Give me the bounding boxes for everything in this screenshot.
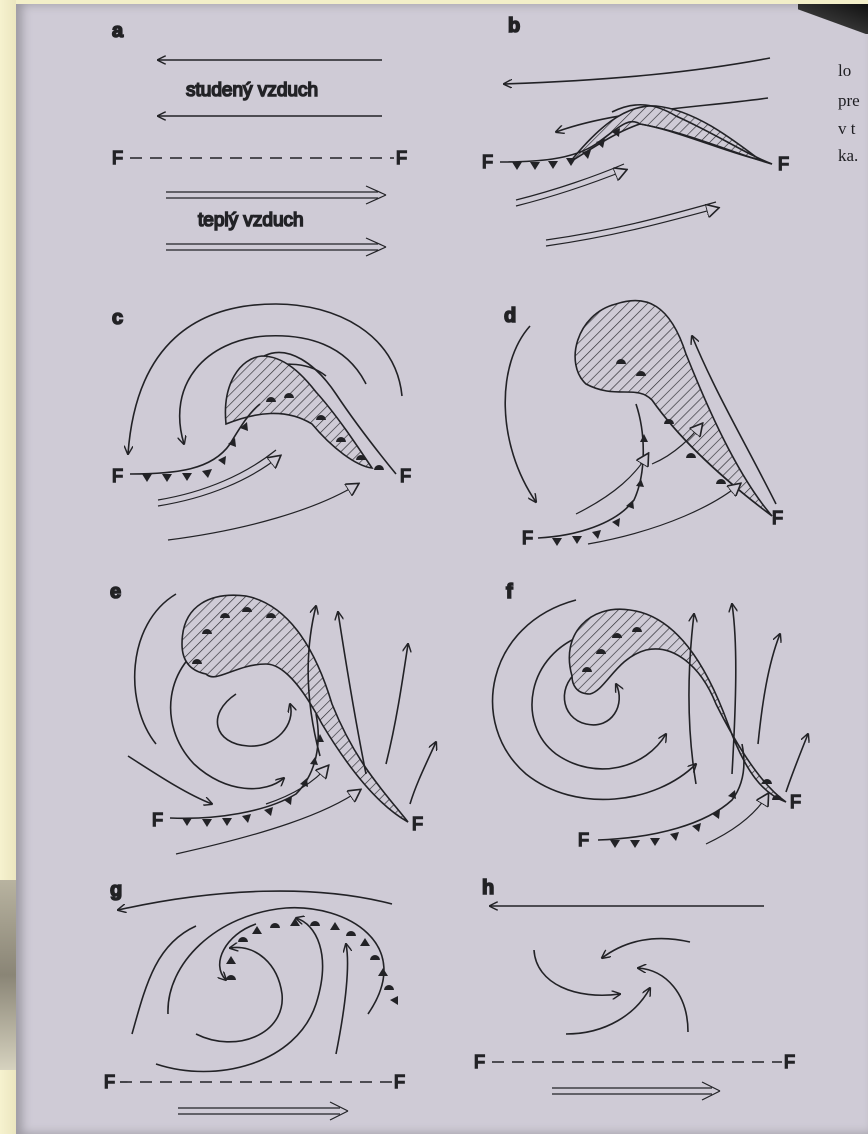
panel-label-h: h (482, 877, 494, 899)
streamline (196, 947, 282, 1041)
front-label: F (396, 148, 407, 168)
streamline (220, 924, 256, 980)
cold-front-line (598, 744, 744, 840)
front-label: F (790, 792, 801, 812)
cold-sector-hatch (225, 356, 372, 468)
front-label: F (112, 148, 123, 168)
warm-air-arrow (266, 766, 328, 804)
streamline (135, 594, 176, 744)
warm-air-arrow (516, 164, 626, 206)
side-text: lo pre v t ka. (838, 61, 860, 165)
cold-front-line (538, 404, 643, 538)
warm-air-arrow (546, 202, 718, 246)
cold-front-line (170, 714, 318, 818)
streamline (689, 614, 696, 784)
warm-air-arrow (178, 1102, 348, 1120)
streamline (786, 734, 808, 792)
cold-front-triangles (182, 734, 324, 827)
side-text-line: pre (838, 91, 860, 110)
panel-label-a: a (112, 20, 124, 42)
streamline (602, 939, 690, 958)
front-label: F (152, 810, 163, 830)
front-label: F (482, 152, 493, 172)
streamline (132, 926, 196, 1034)
streamline (410, 742, 436, 804)
cold-sector-hatch (182, 595, 408, 822)
front-label: F (772, 508, 783, 528)
front-label: F (112, 466, 123, 486)
panel-label-g: g (110, 879, 122, 901)
streamline (732, 604, 736, 774)
front-label: F (778, 154, 789, 174)
front-label: F (578, 830, 589, 850)
panel-h: h F F (474, 877, 795, 1100)
front-label: F (474, 1052, 485, 1072)
cold-air-label: studený vzduch (186, 80, 318, 101)
streamline (336, 944, 348, 1054)
warm-air-arrow (168, 484, 358, 540)
warm-air-label: teplý vzduch (198, 210, 304, 231)
side-text-line: v t (838, 119, 856, 138)
side-text-line: ka. (838, 146, 858, 165)
warm-air-arrow (576, 454, 648, 514)
streamline (534, 950, 620, 995)
panel-label-e: e (110, 581, 121, 603)
warm-air-arrow (552, 1082, 720, 1100)
panel-label-c: c (112, 307, 123, 329)
cold-air-arrow (504, 58, 770, 84)
warm-air-arrow (176, 790, 360, 854)
cold-front-triangles (610, 790, 736, 848)
side-text-line: lo (838, 61, 851, 80)
streamline (758, 634, 780, 744)
warm-air-arrow (166, 238, 386, 256)
panel-b: b F F (482, 15, 789, 246)
front-label: F (784, 1052, 795, 1072)
cold-front-triangles (552, 434, 648, 546)
warm-air-arrow (706, 794, 768, 844)
cold-sector-hatch (575, 301, 772, 516)
warm-air-arrow (166, 186, 386, 204)
panel-c: c F F (112, 304, 411, 540)
panel-label-b: b (508, 15, 520, 37)
front-label: F (412, 814, 423, 834)
occluded-front-symbols (226, 918, 398, 1005)
front-label: F (522, 528, 533, 548)
front-label: F (394, 1072, 405, 1092)
streamline (386, 644, 408, 764)
panel-label-f: f (506, 581, 513, 603)
cold-sector-hatch (569, 609, 786, 802)
streamline (638, 968, 688, 1032)
cyclone-evolution-diagram: lo pre v t ka. a studený vzduch F F (16, 4, 868, 1134)
panel-f: f F F (493, 581, 808, 850)
front-label: F (400, 466, 411, 486)
streamline (217, 694, 291, 746)
cold-sector-hatch (570, 106, 760, 162)
streamline (505, 326, 536, 502)
warm-air-arrow (158, 450, 280, 506)
streamline (118, 891, 392, 910)
streamline (128, 756, 212, 804)
book-page: lo pre v t ka. a studený vzduch F F (16, 4, 868, 1134)
panel-a: a studený vzduch F F teplý vzduch (112, 20, 407, 256)
panel-e: e F F (110, 581, 436, 854)
front-label: F (104, 1072, 115, 1092)
panel-label-d: d (504, 305, 516, 327)
panel-g: g F F (104, 879, 405, 1120)
panel-d: d F F (504, 301, 783, 548)
